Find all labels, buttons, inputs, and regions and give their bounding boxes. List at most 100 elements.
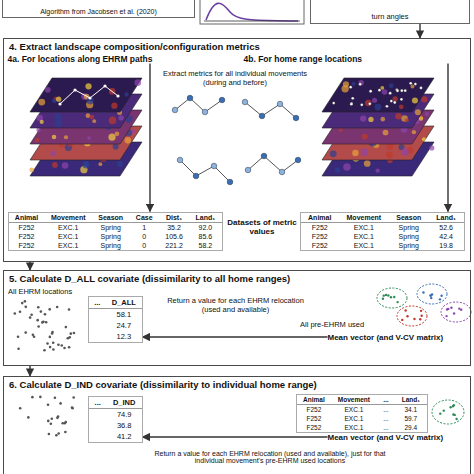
table-cell: ... (89, 297, 107, 309)
node-text: Algorithm from Jacobsen et al. (2020) (40, 8, 157, 15)
table-cell: 85.6 (189, 232, 221, 241)
node-text: turn angles (371, 12, 408, 21)
flow-arrow (149, 64, 150, 212)
table-cell: F252 (9, 223, 45, 232)
data-table: AnimalMovementSeasonLand₁ F252EXC.1Spring… (300, 212, 465, 251)
text-box: Algorithm from Jacobsen et al. (2020) (2, 0, 195, 18)
table-cell: 12.3 (106, 331, 141, 342)
table-cell: 34.1 (395, 405, 426, 414)
table-cell: ... (377, 423, 396, 432)
table-cell: EXC.1 (331, 423, 376, 432)
data-table: AnimalMovementSeasonCaseDist₁Land₁F252EX… (8, 212, 223, 251)
table-cell: ... (377, 395, 396, 405)
table-cell: Land₁ (395, 395, 426, 405)
node-text: 4. Extract landscape composition/configu… (9, 41, 465, 52)
text-box: Mean vector (and V-CV matrix) (328, 333, 468, 342)
table-cell: EXC.1 (339, 223, 389, 232)
text-box: 4b. For home range locations (244, 54, 466, 64)
table-cell: 92.0 (189, 223, 221, 232)
text-box: turn angles (310, 0, 470, 24)
table-cell: 105.6 (159, 232, 189, 241)
table-cell: 24.7 (106, 320, 141, 331)
table-cell: EXC.1 (339, 232, 389, 241)
table-cell: D_IND (107, 397, 142, 409)
movement-paths (172, 95, 301, 185)
flow-arrow (29, 366, 30, 376)
chart-frame (200, 0, 304, 24)
table-cell: D_ALL (106, 297, 141, 309)
annotation: Extract metrics for all individual movem… (160, 69, 310, 87)
table-cell: Season (92, 213, 130, 223)
data-table: ...D_IND74.936.841.2 (88, 396, 143, 443)
table-cell: 58.2 (189, 241, 221, 250)
table-cell: 41.2 (107, 431, 142, 442)
table-cell: 221.2 (159, 241, 189, 250)
table-cell: Spring (92, 241, 130, 250)
raster-stack (322, 78, 434, 176)
table-cell: Spring (389, 241, 429, 250)
table-cell: 59.7 (395, 414, 426, 423)
table-cell: F252 (297, 423, 332, 432)
flow-arrow (143, 336, 328, 337)
step-panel: 5. Calculate D_ALL covariate (dissimilar… (3, 270, 471, 366)
node-text: 4a. For locations along EHRM paths (8, 54, 230, 64)
table-cell: Animal (9, 213, 45, 223)
text-box: Mean vector (and V-CV matrix) (328, 433, 468, 442)
table-cell: F252 (297, 414, 332, 423)
table-cell: Movement (331, 395, 376, 405)
flow-arrow (143, 436, 328, 437)
table-cell: Movement (45, 213, 92, 223)
table-cell: 29.4 (395, 423, 426, 432)
flow-arrow (419, 24, 420, 38)
table-cell: 0 (129, 232, 158, 241)
annotation: All pre-EHRM used (300, 320, 390, 329)
table-cell: 74.9 (107, 409, 142, 420)
table-cell: EXC.1 (331, 414, 376, 423)
table-cell: 36.8 (107, 420, 142, 431)
data-table: AnimalMovement...Land₁F252EXC.1...34.1F2… (296, 394, 428, 433)
node-text: 5. Calculate D_ALL covariate (dissimilar… (9, 273, 465, 284)
table-cell: Animal (301, 213, 339, 223)
table-cell: 0 (129, 241, 158, 250)
table-cell: EXC.1 (45, 241, 92, 250)
table-cell: F252 (9, 232, 45, 241)
table-cell: F252 (297, 405, 332, 414)
node-text: Mean vector (and V-CV matrix) (328, 433, 468, 442)
table-cell: EXC.1 (45, 232, 92, 241)
chart-axis (204, 21, 300, 22)
table-cell: 58.1 (106, 309, 141, 320)
annotation: All EHRM locations (8, 287, 108, 296)
table-cell: 35.2 (159, 223, 189, 232)
table-cell: F252 (301, 223, 339, 232)
node-text: Mean vector (and V-CV matrix) (328, 333, 468, 342)
table-cell: Dist₁ (159, 213, 189, 223)
table-cell: 1 (129, 223, 158, 232)
table-cell: F252 (301, 241, 339, 250)
table-cell: ... (89, 397, 107, 409)
node-text: 4b. For home range locations (244, 54, 466, 64)
table-cell: F252 (301, 232, 339, 241)
table-cell: F252 (9, 241, 45, 250)
table-cell: Land₁ (189, 213, 221, 223)
density-curve (206, 3, 298, 21)
data-table: ...D_ALL58.124.712.3 (88, 296, 143, 343)
annotation: Datasets of metric values (226, 218, 298, 236)
flow-arrow (447, 64, 448, 212)
node-text: 6. Calculate D_IND covariate (dissimilar… (9, 379, 465, 390)
annotation: Return a value for each EHRM relocation … (150, 450, 390, 464)
text-box: 4a. For locations along EHRM paths (8, 54, 230, 64)
table-cell: Spring (92, 223, 130, 232)
table-cell: 42.4 (429, 232, 464, 241)
flow-arrow (29, 262, 30, 270)
table-cell: Spring (389, 223, 429, 232)
table-cell: EXC.1 (45, 223, 92, 232)
table-cell: Season (389, 213, 429, 223)
table-cell: ... (377, 414, 396, 423)
annotation: Return a value for each EHRM relocation … (158, 296, 313, 314)
table-cell: Land₁ (429, 213, 464, 223)
table-cell: Animal (297, 395, 332, 405)
table-cell: Movement (339, 213, 389, 223)
table-cell: EXC.1 (331, 405, 376, 414)
table-cell: EXC.1 (339, 241, 389, 250)
